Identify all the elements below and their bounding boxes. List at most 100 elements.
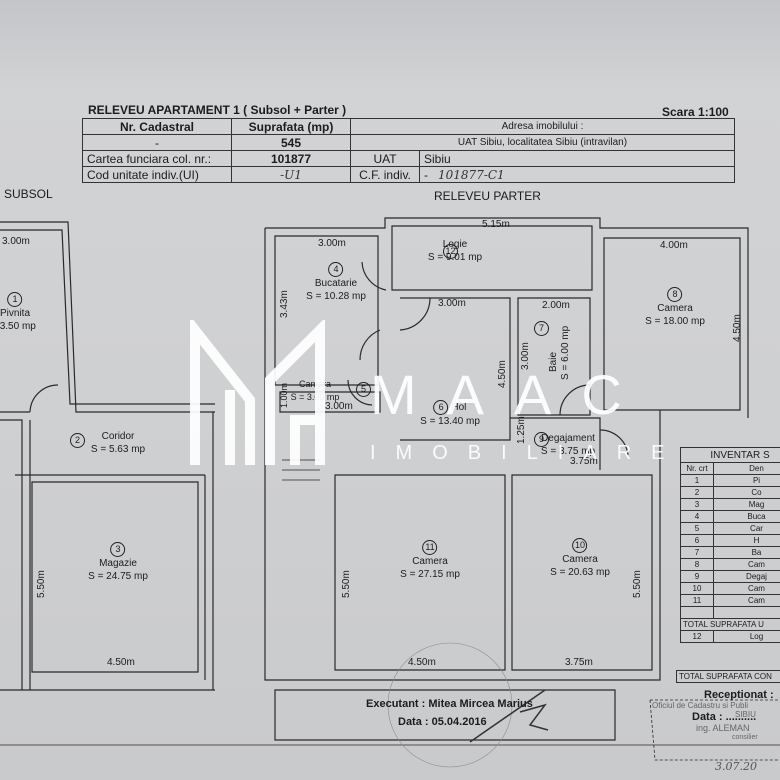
cell-text: Buca (713, 510, 780, 523)
room-pivnita: 1Pivnita13.50 mp (0, 292, 36, 333)
dim-logie-w: 5.15m (482, 219, 510, 230)
cell-text: Magazie (99, 558, 137, 569)
cell-text: Camera (562, 554, 598, 565)
col-suprafata: Suprafata (mp) (231, 118, 351, 135)
dim-magazie-h: 5.50m (36, 570, 47, 598)
cell-text: 12 (680, 630, 714, 643)
stamp-line-4: consilier (732, 734, 758, 741)
room-num-7: 7 (534, 321, 549, 336)
inventory-col-den: Den (713, 462, 780, 475)
dim-hol-w: 3.00m (438, 298, 466, 309)
dim-camera8-h: 4.50m (732, 314, 743, 342)
dim-pivnita-w: 3.00m (2, 236, 30, 247)
cell-text: Pivnita (0, 308, 31, 319)
cell-text: Cam (713, 558, 780, 571)
cell-text: 2 (680, 486, 714, 499)
subsol-label: SUBSOL (4, 187, 53, 201)
cell-text: S = 24.75 mp (88, 571, 148, 582)
cell-text: S = 3.75 mp (540, 446, 596, 457)
document-title: RELEVEU APARTAMENT 1 ( Subsol + Parter ) (88, 103, 347, 117)
watermark-sub: IMOBILIARE (370, 442, 685, 464)
cf-label: Cartea funciara col. nr.: (82, 150, 232, 167)
room-num-9: 9 (534, 432, 549, 447)
cell-text: S = 18.00 mp (645, 316, 705, 327)
stamp-line-1: Oficiul de Cadastru si Publi (652, 701, 749, 710)
stamp-line-2: SIBIU (735, 710, 756, 719)
inventory-total-con: TOTAL SUPRAFATA CON (676, 670, 780, 683)
dim-camara-w: 3.00m (325, 401, 353, 412)
cell-text: Pi (713, 474, 780, 487)
cell-text: Camara (298, 379, 331, 389)
cell-text: H (713, 534, 780, 547)
dim-degajament-w: 3.75m (570, 456, 598, 467)
watermark-brand: MAAC (370, 363, 652, 426)
uat-label: UAT (350, 150, 420, 167)
dim-magazie-w: 4.50m (107, 657, 135, 668)
dim-camera10-w: 3.75m (565, 657, 593, 668)
stamp-line-3: ing. ALEMAN (696, 723, 750, 733)
cell-text: 5 (680, 522, 714, 535)
cell-text: Bucatarie (314, 278, 358, 289)
dim-camera10-h: 5.50m (632, 570, 643, 598)
cell-text: 7 (680, 546, 714, 559)
inventory-total-label: TOTAL SUPRAFATA U (680, 618, 780, 631)
cell-text: Cam (713, 594, 780, 607)
cell-text: 4 (328, 262, 344, 277)
dim-baie-w: 2.00m (542, 300, 570, 311)
cell-text: Coridor (101, 431, 135, 442)
cell-text: Cam (713, 582, 780, 595)
cell-text: S = 27.15 mp (400, 569, 460, 580)
ui-value: -U1 (231, 166, 351, 183)
cell-text: Camera (412, 556, 448, 567)
ui-label: Cod unitate indiv.(UI) (82, 166, 232, 183)
cell-text: Degaj (713, 570, 780, 583)
cell-text: 11 (422, 540, 438, 555)
receptionat: Receptionat : (704, 689, 774, 701)
cell-text: 10 (572, 538, 588, 553)
cell-text: Mag (713, 498, 780, 511)
dim-camera11-w: 4.50m (408, 657, 436, 668)
cell-text: 3 (110, 542, 126, 557)
cell-text: Hol (451, 402, 467, 413)
cell-text: Log (713, 630, 780, 643)
cell-text: 10 (680, 582, 714, 595)
executant-date: Data : 05.04.2016 (398, 716, 487, 728)
dim-bucatarie-w: 3.00m (318, 238, 346, 249)
cell-text: Co (713, 486, 780, 499)
room-num-5: 5 (356, 382, 371, 397)
cell-text: 11 (680, 594, 714, 607)
cell-text: 3 (680, 498, 714, 511)
maac-logo-icon (190, 320, 325, 465)
cell-text: Camera (657, 303, 693, 314)
inventory-title: INVENTAR S (680, 447, 780, 463)
handwritten-date: 3.07.20 (715, 760, 757, 773)
room-num-12: 12 (443, 244, 458, 259)
cell-text: 6 (680, 534, 714, 547)
dim-bucatarie-h: 3.43m (279, 290, 290, 318)
header-table: Nr. Cadastral Suprafata (mp) Adresa imob… (82, 118, 735, 183)
cell-text: 9 (680, 570, 714, 583)
cell-text: Ba (713, 546, 780, 559)
cell-text: Car (713, 522, 780, 535)
cell-text: 1 (7, 292, 23, 307)
cell-text: 4 (680, 510, 714, 523)
executant: Executant : Mitea Mircea Marius (366, 698, 533, 710)
